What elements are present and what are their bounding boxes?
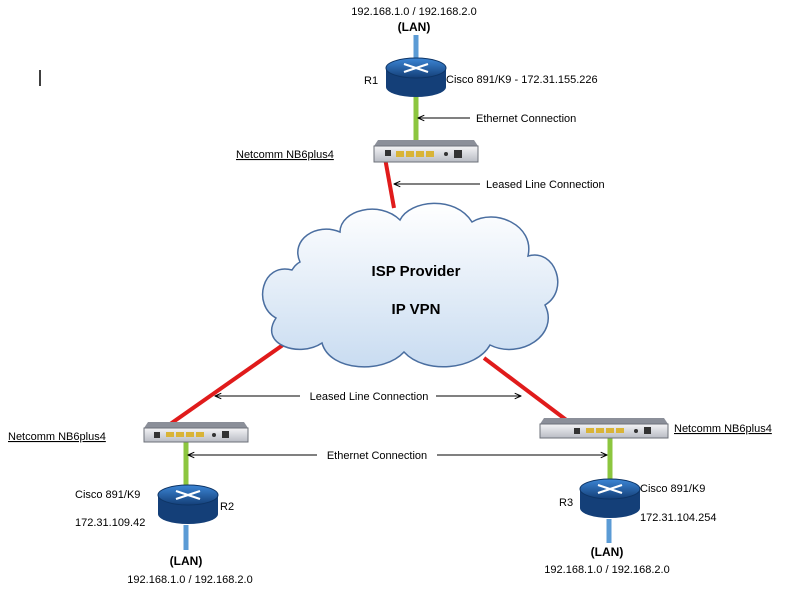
r1-lan-subnets: 192.168.1.0 / 192.168.2.0 bbox=[351, 6, 476, 18]
r2-router-model: Cisco 891/K9 bbox=[75, 489, 140, 501]
cloud-subtitle: IP VPN bbox=[392, 301, 441, 318]
r2-modem-icon bbox=[143, 422, 249, 443]
r2-lan-subnets: 192.168.1.0 / 192.168.2.0 bbox=[127, 574, 252, 586]
r1-router-info: Cisco 891/K9 - 172.31.155.226 bbox=[446, 74, 598, 86]
r3-router-icon bbox=[579, 478, 641, 518]
r1-router-icon bbox=[385, 57, 447, 97]
r1-leased-link bbox=[383, 157, 396, 209]
r3-modem-icon bbox=[539, 418, 669, 439]
r2-lan-label: (LAN) bbox=[170, 554, 203, 568]
r2-router-name: R2 bbox=[220, 501, 234, 513]
r1-leased-label: Leased Line Connection bbox=[486, 179, 605, 191]
r3-lan-subnets: 192.168.1.0 / 192.168.2.0 bbox=[544, 564, 669, 576]
r1-modem-name: Netcomm NB6plus4 bbox=[236, 149, 334, 161]
r1-lan-label: (LAN) bbox=[398, 20, 431, 34]
r2-router-icon bbox=[157, 484, 219, 524]
r1-modem-icon bbox=[373, 140, 479, 163]
cloud-title: ISP Provider bbox=[372, 263, 461, 280]
r3-lan-label: (LAN) bbox=[591, 545, 624, 559]
r2-modem-name: Netcomm NB6plus4 bbox=[8, 431, 106, 443]
cloud-icon: ISP Provider IP VPN bbox=[261, 202, 559, 368]
r3-router-name: R3 bbox=[559, 497, 573, 509]
bottom-leased-label: Leased Line Connection bbox=[310, 391, 429, 403]
r3-modem-name: Netcomm NB6plus4 bbox=[674, 423, 772, 435]
r3-router-model: Cisco 891/K9 bbox=[640, 483, 705, 495]
r3-router-ip: 172.31.104.254 bbox=[640, 512, 716, 524]
r3-leased-link bbox=[482, 356, 579, 430]
r1-ethernet-label: Ethernet Connection bbox=[476, 113, 576, 125]
r2-router-ip: 172.31.109.42 bbox=[75, 517, 145, 529]
r2-leased-link bbox=[154, 338, 292, 436]
bottom-ethernet-label: Ethernet Connection bbox=[327, 450, 427, 462]
r1-router-name: R1 bbox=[364, 75, 378, 87]
